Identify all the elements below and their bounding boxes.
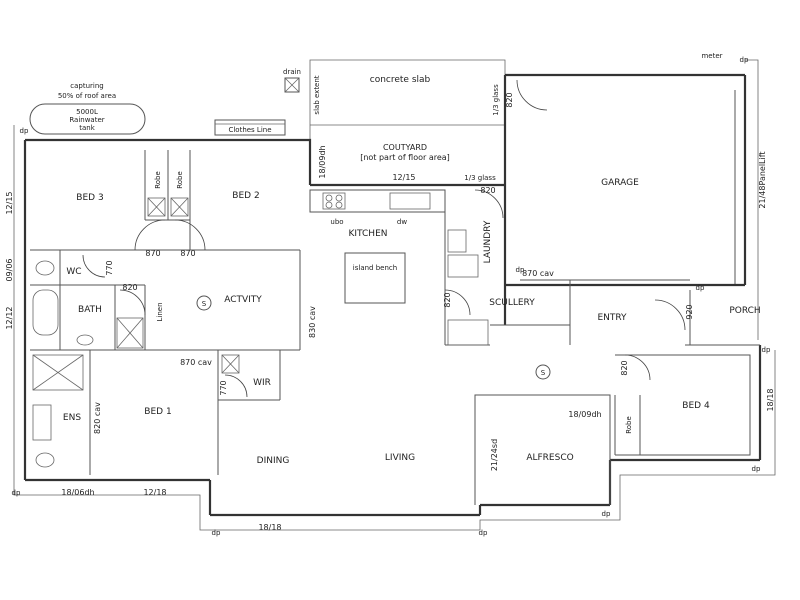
room-laundry: LAUNDRY bbox=[483, 220, 493, 263]
room-bed3: BED 3 bbox=[76, 193, 103, 203]
door-dim: 820 bbox=[122, 283, 137, 292]
door-dim: 820 bbox=[443, 292, 452, 307]
sliding-door-dim: 21/24sd bbox=[490, 439, 499, 471]
door-dim: 820 bbox=[505, 92, 514, 107]
cavity-door-dim: 870 cav bbox=[180, 358, 212, 367]
robe-label: Robe bbox=[176, 171, 184, 189]
courtyard-label: COUTYARD bbox=[383, 143, 427, 152]
room-entry: ENTRY bbox=[597, 313, 627, 323]
drain-label: drain bbox=[283, 68, 301, 76]
window-dim: 12/18 bbox=[143, 488, 166, 497]
window-dim: 12/15 bbox=[5, 191, 14, 214]
cavity-door-dim: 830 cav bbox=[308, 306, 317, 338]
glass-note: 1/3 glass bbox=[492, 84, 500, 116]
room-kitchen: KITCHEN bbox=[349, 229, 388, 239]
room-living: LIVING bbox=[385, 453, 415, 463]
ubo-label: ubo bbox=[330, 218, 343, 226]
downpipe-label: dp bbox=[12, 489, 21, 497]
smoke-detector bbox=[535, 364, 551, 380]
room-scullery: SCULLERY bbox=[489, 298, 535, 308]
smoke-detector-label: S bbox=[541, 369, 546, 377]
cavity-door-dim: 820 cav bbox=[93, 402, 102, 434]
room-garage: GARAGE bbox=[601, 178, 639, 188]
door-dim: 870 bbox=[180, 249, 195, 258]
room-porch: PORCH bbox=[729, 306, 760, 316]
window-dim: 09/06 bbox=[5, 258, 14, 281]
rainwater-tank bbox=[29, 103, 146, 135]
room-activity: ACTVITY bbox=[224, 295, 262, 305]
window-dim: 12/12 bbox=[5, 306, 14, 329]
glass-note: 1/3 glass bbox=[464, 174, 496, 182]
clothes-line-label: Clothes Line bbox=[228, 126, 271, 134]
courtyard-note: [not part of floor area] bbox=[360, 153, 450, 162]
downpipe-label: dp bbox=[740, 56, 749, 64]
downpipe-label: dp bbox=[212, 529, 221, 537]
shower bbox=[116, 317, 144, 349]
tank-label-line3: tank bbox=[79, 124, 95, 132]
bathtub bbox=[32, 289, 59, 336]
door-swings bbox=[82, 79, 686, 398]
island-bench bbox=[344, 252, 406, 304]
window-dim: 18/09dh bbox=[318, 145, 327, 178]
door-dim: 770 bbox=[219, 380, 228, 395]
cavity-door-dim: 870 cav bbox=[522, 269, 554, 278]
room-bed4: BED 4 bbox=[682, 401, 710, 411]
kitchen-counter bbox=[309, 189, 446, 213]
drain-symbol bbox=[284, 77, 300, 93]
downpipe-label: dp bbox=[752, 465, 761, 473]
dw-label: dw bbox=[397, 218, 407, 226]
downpipe-label: dp bbox=[602, 510, 611, 518]
external-walls bbox=[13, 59, 776, 531]
downpipe-label: dp bbox=[696, 284, 705, 292]
room-linen: Linen bbox=[156, 302, 164, 321]
room-bath: BATH bbox=[78, 305, 102, 315]
room-alfresco: ALFRESCO bbox=[526, 453, 573, 463]
door-dim: 920 bbox=[685, 304, 694, 319]
cooktop bbox=[322, 192, 346, 210]
window-dim: 18/18 bbox=[766, 388, 775, 411]
meter-label: meter bbox=[701, 52, 722, 60]
clothes-line bbox=[214, 119, 286, 136]
room-bed2: BED 2 bbox=[232, 191, 259, 201]
window-dim: 18/09dh bbox=[568, 410, 601, 419]
ens-shower bbox=[32, 354, 84, 391]
room-wir: WIR bbox=[253, 378, 271, 388]
downpipe-label: dp bbox=[516, 266, 525, 274]
tank-label-line2: Rainwater bbox=[69, 116, 104, 124]
window-dim: 18/06dh bbox=[61, 488, 94, 497]
rainwater-note-line2: 50% of roof area bbox=[58, 92, 116, 100]
door-dim: 820 bbox=[620, 360, 629, 375]
room-ens: ENS bbox=[63, 413, 81, 423]
smoke-detector bbox=[196, 295, 212, 311]
room-bed1: BED 1 bbox=[144, 407, 171, 417]
downpipe-label: dp bbox=[479, 529, 488, 537]
door-dim: 870 bbox=[145, 249, 160, 258]
room-dining: DINING bbox=[257, 456, 290, 466]
wc-toilet bbox=[35, 260, 55, 276]
downpipe-label: dp bbox=[762, 346, 771, 354]
island-bench-label: island bench bbox=[353, 264, 397, 272]
window-dim: 18/18 bbox=[258, 523, 281, 532]
concrete-slab-label: concrete slab bbox=[370, 75, 431, 85]
room-wc: WC bbox=[66, 267, 81, 277]
door-dim: 770 bbox=[105, 260, 114, 275]
internal-walls bbox=[30, 150, 751, 505]
tank-label-line1: 5000L bbox=[76, 108, 98, 116]
rainwater-note-line1: capturing bbox=[70, 82, 103, 90]
robe-label: Robe bbox=[625, 416, 633, 434]
robe-label: Robe bbox=[154, 171, 162, 189]
downpipe-label: dp bbox=[20, 127, 29, 135]
slab-extent-label: slab extent bbox=[313, 75, 321, 114]
smoke-detector-label: S bbox=[202, 300, 207, 308]
ens-toilet bbox=[35, 452, 55, 468]
garage-door-dim: 21/48PanelLift bbox=[758, 151, 767, 208]
window-dim: 12/15 bbox=[392, 173, 415, 182]
kitchen-sink bbox=[389, 192, 431, 210]
door-dim: 820 bbox=[480, 186, 495, 195]
concrete-slab-outline bbox=[309, 59, 506, 140]
